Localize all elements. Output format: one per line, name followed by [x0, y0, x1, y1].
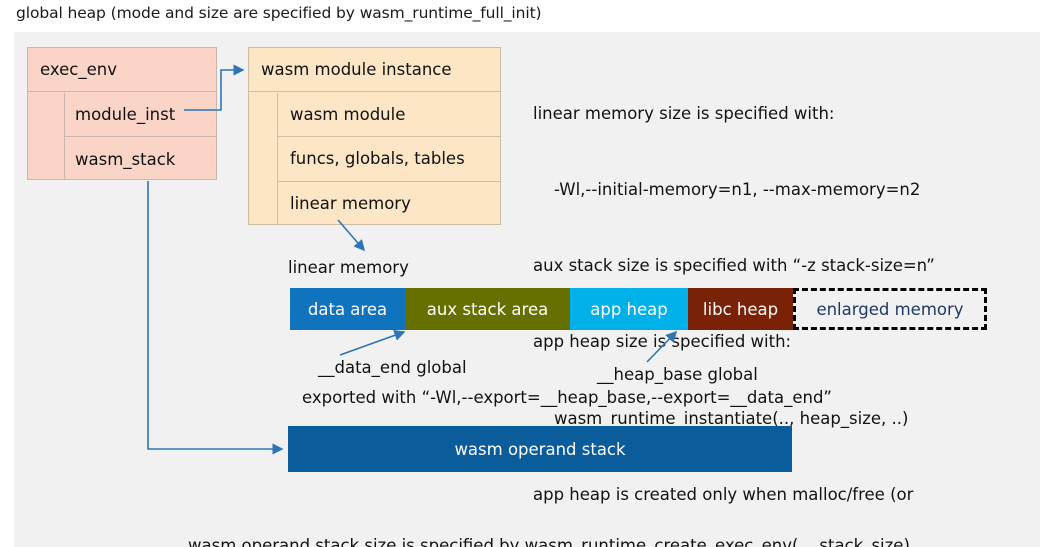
- note-line: -Wl,--initial-memory=n1, --max-memory=n2: [533, 180, 921, 200]
- memory-segment-aux-stack-area: aux stack area: [405, 288, 570, 330]
- memory-segment-app-heap: app heap: [570, 288, 688, 330]
- field-wasm-stack: wasm_stack: [75, 149, 176, 169]
- note-line: wasm_runtime_instantiate(.., heap_size, …: [533, 408, 909, 428]
- diagram-title: global heap (mode and size are specified…: [16, 4, 542, 22]
- field-funcs-globals-tables: funcs, globals, tables: [278, 137, 501, 182]
- note-line: linear memory size is specified with:: [533, 103, 835, 123]
- operand-stack-notes: wasm operand stack size is specified by …: [188, 481, 910, 547]
- memory-segment-libc-heap: libc heap: [688, 288, 793, 330]
- wasm-module-instance-fields: wasm module funcs, globals, tables linea…: [277, 93, 501, 225]
- note-line: wasm operand stack size is specified by …: [188, 536, 910, 547]
- linear-memory-label: linear memory: [288, 258, 409, 277]
- note-line: app heap is created only when malloc/fre…: [533, 484, 914, 504]
- note-line: aux stack size is specified with “-z sta…: [533, 256, 935, 276]
- exec-env-fields: module_inst wasm_stack: [64, 93, 217, 180]
- wasm-operand-stack-box: wasm operand stack: [288, 426, 792, 472]
- exec-env-header: exec_env: [28, 48, 216, 92]
- wasm-module-instance-box: wasm module instance wasm module funcs, …: [248, 47, 501, 225]
- annotation-data-end: __data_end global: [318, 358, 467, 377]
- memory-segment-data-area: data area: [290, 288, 405, 330]
- annotation-heap-base: __heap_base global: [597, 365, 758, 384]
- exec-env-box: exec_env module_inst wasm_stack: [27, 47, 217, 180]
- annotation-exported-with: exported with “-Wl,--export=__heap_base,…: [302, 388, 832, 407]
- field-wasm-module: wasm module: [278, 93, 501, 138]
- wasm-module-instance-header: wasm module instance: [249, 48, 500, 92]
- field-module-inst: module_inst: [65, 93, 217, 137]
- memory-segment-enlarged-memory: enlarged memory: [793, 288, 987, 330]
- note-line: app heap size is specified with:: [533, 332, 792, 352]
- linear-memory-notes: linear memory size is specified with: -W…: [533, 50, 935, 547]
- field-linear-memory: linear memory: [290, 194, 411, 214]
- linear-memory-bar: data area aux stack area app heap libc h…: [290, 288, 987, 330]
